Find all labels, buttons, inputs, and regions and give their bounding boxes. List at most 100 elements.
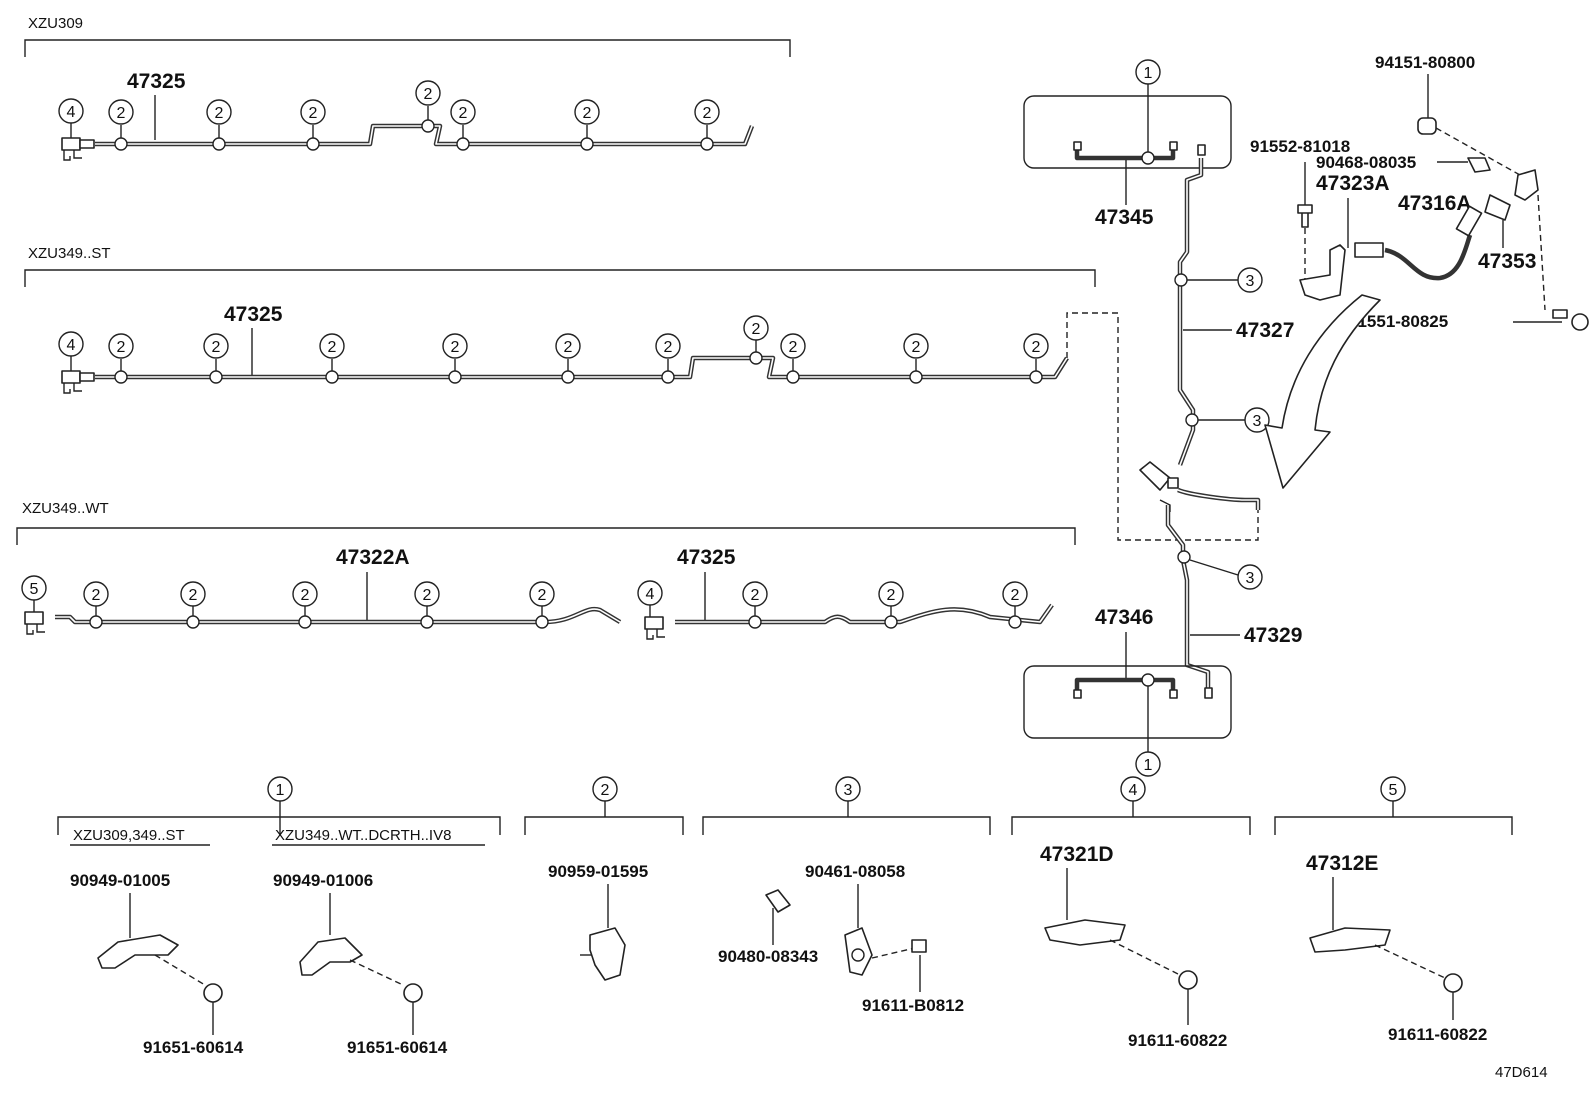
callout-2[interactable]: 2	[108, 333, 134, 384]
part-number-47321d[interactable]: 47321D	[1040, 843, 1114, 866]
svg-text:2: 2	[423, 587, 432, 604]
part-number-47345[interactable]: 47345	[1095, 206, 1154, 229]
svg-text:2: 2	[1011, 587, 1020, 604]
callout-2[interactable]: 2	[414, 581, 440, 629]
bolt-icon[interactable]	[911, 939, 927, 953]
callout-3[interactable]: 3	[835, 776, 861, 817]
clamp-90949-01005[interactable]	[97, 934, 179, 969]
joint-bracket[interactable]	[24, 611, 44, 625]
clamp-90461-08058[interactable]	[844, 927, 873, 976]
part-number-47312e[interactable]: 47312E	[1306, 852, 1378, 875]
callout-1[interactable]: 1	[1135, 59, 1161, 152]
joint-bracket[interactable]	[61, 370, 81, 384]
part-number-91651-60614[interactable]: 91651-60614	[347, 1038, 448, 1057]
svg-text:2: 2	[117, 105, 126, 122]
part-number-47325[interactable]: 47325	[677, 546, 736, 569]
group-bracket-xzu349-wt	[16, 527, 1076, 545]
bolt-icon[interactable]	[403, 983, 423, 1003]
callout-3[interactable]: 3	[1177, 550, 1263, 590]
part-number-47327[interactable]: 47327	[1236, 319, 1294, 342]
callout-2[interactable]: 2	[592, 776, 618, 817]
joint-47321d[interactable]	[1044, 919, 1126, 946]
callout-1[interactable]: 1	[267, 776, 293, 817]
part-number-90959-01595[interactable]: 90959-01595	[548, 862, 648, 881]
bolt-icon[interactable]	[1443, 973, 1463, 993]
bolt-icon[interactable]	[203, 983, 223, 1003]
part-number-90468-08035[interactable]: 90468-08035	[1316, 153, 1416, 172]
brake-pipe[interactable]	[675, 603, 1054, 625]
callout-2[interactable]: 2	[1002, 581, 1028, 629]
callout-2[interactable]: 2	[83, 581, 109, 629]
bolt[interactable]	[1297, 204, 1313, 228]
callout-2[interactable]: 2	[180, 581, 206, 629]
bolt-icon[interactable]	[1178, 970, 1198, 990]
callout-2[interactable]: 2	[108, 99, 134, 151]
part-number-47316a[interactable]: 47316A	[1398, 192, 1472, 215]
callout-2[interactable]: 2	[1023, 333, 1049, 384]
flexible-hose-47316a[interactable]	[1384, 234, 1473, 281]
callout-1[interactable]: 1	[1135, 686, 1161, 777]
part-number-91611-60822[interactable]: 91611-60822	[1388, 1025, 1487, 1044]
part-number-47322a[interactable]: 47322A	[336, 546, 410, 569]
callout-2[interactable]: 2	[555, 333, 581, 384]
part-number-47325[interactable]: 47325	[224, 303, 283, 326]
callout-2[interactable]: 2	[655, 333, 681, 384]
part-number-90480-08343[interactable]: 90480-08343	[718, 947, 818, 966]
grommet[interactable]	[1417, 117, 1437, 135]
center-joint-bracket[interactable]	[1139, 461, 1171, 491]
callout-4[interactable]: 4	[58, 331, 84, 371]
brake-pipe[interactable]	[55, 606, 622, 625]
svg-text:2: 2	[912, 339, 921, 356]
callout-2[interactable]: 2	[694, 99, 720, 151]
svg-text:5: 5	[1389, 782, 1398, 799]
brake-pipe[interactable]	[1074, 677, 1176, 690]
part-number-91611-60822[interactable]: 91611-60822	[1128, 1031, 1227, 1050]
callout-5[interactable]: 5	[1380, 776, 1406, 817]
callout-2[interactable]: 2	[203, 333, 229, 384]
part-number-91551-80825[interactable]: 91551-80825	[1348, 312, 1448, 331]
callout-3[interactable]: 3	[1174, 267, 1263, 293]
callout-2[interactable]: 2	[300, 99, 326, 151]
callout-2[interactable]: 2	[319, 333, 345, 384]
collar-90480-08343[interactable]	[765, 889, 791, 913]
callout-2[interactable]: 2	[574, 99, 600, 151]
clamp-90949-01006[interactable]	[299, 937, 363, 976]
callout-2[interactable]: 2	[878, 581, 904, 629]
brake-pipe[interactable]	[1074, 150, 1176, 161]
joint-bracket[interactable]	[61, 137, 81, 151]
bolt[interactable]	[1552, 309, 1568, 319]
hose-clip[interactable]	[1467, 157, 1491, 173]
part-number-91552-81018[interactable]: 91552-81018	[1250, 137, 1350, 156]
part-number-91651-60614[interactable]: 91651-60614	[143, 1038, 244, 1057]
part-number-47329[interactable]: 47329	[1244, 624, 1302, 647]
callout-4[interactable]: 4	[58, 98, 84, 138]
part-number-90949-01006[interactable]: 90949-01006	[273, 871, 373, 890]
joint-bracket[interactable]	[644, 616, 664, 630]
callout-2[interactable]: 2	[292, 581, 318, 629]
joint-47312e[interactable]	[1309, 927, 1391, 953]
callout-3[interactable]: 3	[1185, 407, 1270, 433]
callout-2[interactable]: 2	[743, 315, 769, 365]
callout-4[interactable]: 4	[637, 580, 663, 617]
callout-2[interactable]: 2	[206, 99, 232, 151]
part-number-47353[interactable]: 47353	[1478, 250, 1536, 273]
callout-2[interactable]: 2	[529, 581, 555, 629]
part-number-90461-08058[interactable]: 90461-08058	[805, 862, 905, 881]
callout-2[interactable]: 2	[903, 333, 929, 384]
callout-2[interactable]: 2	[780, 333, 806, 384]
callout-2[interactable]: 2	[442, 333, 468, 384]
part-number-91611-b0812[interactable]: 91611-B0812	[862, 996, 964, 1015]
part-number-47323a[interactable]: 47323A	[1316, 172, 1390, 195]
part-number-90949-01005[interactable]: 90949-01005	[70, 871, 170, 890]
pipe-clip-90959-01595[interactable]	[589, 927, 626, 981]
part-number-47346[interactable]: 47346	[1095, 606, 1153, 629]
part-number-94151-80800[interactable]: 94151-80800	[1375, 53, 1475, 72]
hose-bracket[interactable]	[1299, 244, 1346, 301]
bracket-47353[interactable]	[1484, 194, 1511, 221]
callout-4[interactable]: 4	[1120, 776, 1146, 817]
callout-2[interactable]: 2	[742, 581, 768, 629]
part-number-47325[interactable]: 47325	[127, 70, 186, 93]
callout-2[interactable]: 2	[415, 80, 441, 133]
callout-5[interactable]: 5	[21, 575, 47, 612]
callout-2[interactable]: 2	[450, 99, 476, 151]
